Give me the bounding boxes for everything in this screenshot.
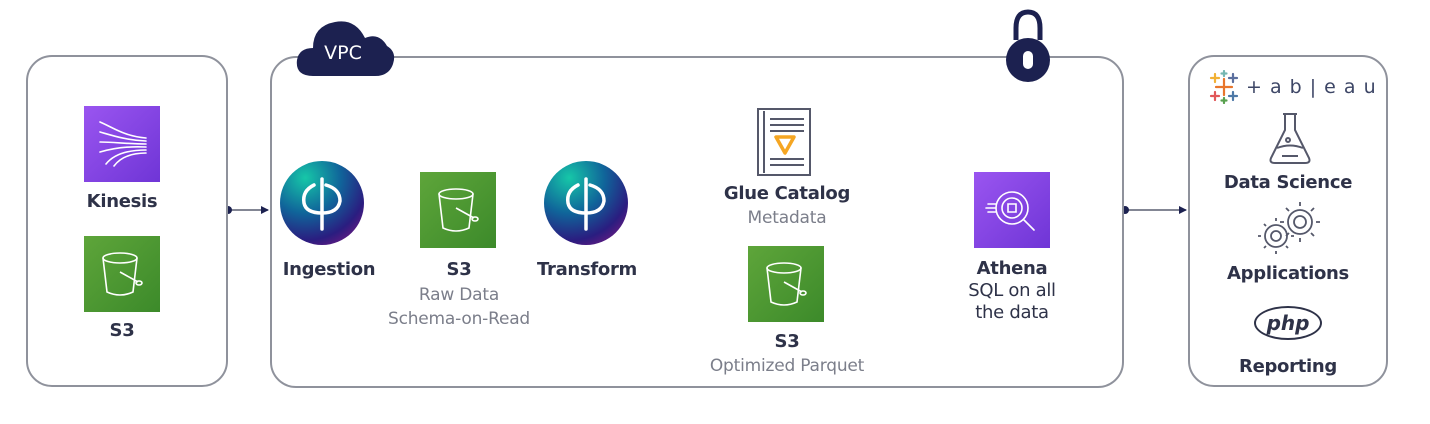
athena-label: Athena: [976, 258, 1048, 279]
gears-icon: [1258, 202, 1320, 254]
s3-parquet-label: S3: [774, 331, 800, 352]
ingestion-icon: [280, 161, 364, 245]
transform-label: Transform: [537, 259, 637, 280]
s3-source-icon: [84, 236, 160, 312]
vpc-badge: VPC: [324, 42, 362, 64]
athena-sub2: the data: [975, 302, 1049, 323]
s3-parquet-sub: Optimized Parquet: [709, 356, 865, 376]
glue-catalog-label: Glue Catalog: [723, 183, 851, 204]
glue-catalog-sub: Metadata: [747, 208, 827, 228]
arrow-sources-to-ingestion: [224, 206, 269, 214]
s3-parquet-icon: [748, 246, 824, 322]
reporting-label: Reporting: [1239, 356, 1337, 377]
s3-raw-sub1: Raw Data: [418, 285, 500, 305]
tableau-label: + a b | e a u: [1246, 76, 1377, 98]
applications-label: Applications: [1227, 263, 1349, 284]
arrow-vpc-to-consumers: [1121, 206, 1187, 214]
s3-raw-sub2: Schema-on-Read: [387, 309, 531, 329]
s3-raw-icon: [420, 172, 496, 248]
transform-icon: [544, 161, 628, 245]
php-logo-icon: php: [1254, 306, 1322, 340]
athena-icon: [974, 172, 1050, 248]
flask-icon: [1269, 113, 1311, 164]
ingestion-label: Ingestion: [282, 259, 376, 280]
s3-raw-label: S3: [446, 259, 472, 280]
glue-catalog-icon: [757, 108, 811, 176]
tableau-logo-icon: [1209, 70, 1239, 104]
vpc-cloud-icon: [296, 21, 395, 76]
kinesis-label: Kinesis: [86, 191, 158, 212]
lock-icon: [1006, 9, 1050, 82]
s3-source-label: S3: [109, 320, 135, 341]
kinesis-icon: [84, 106, 160, 182]
athena-sub1: SQL on all: [968, 280, 1056, 301]
data-science-label: Data Science: [1223, 172, 1353, 193]
